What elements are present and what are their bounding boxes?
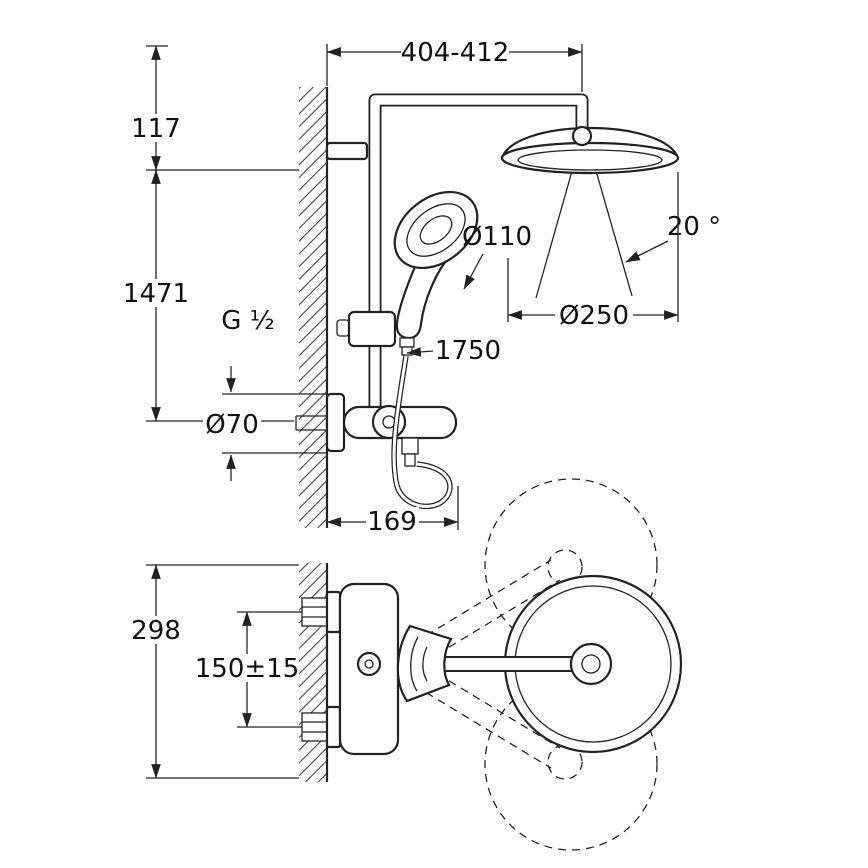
dim-swivel-angle-label: 20 ° [667, 212, 721, 242]
hand-shower-connector [399, 337, 415, 348]
riser-and-arm-pipe [368, 93, 589, 410]
dim-swivel-angle: 20 ° [625, 212, 721, 263]
dim-connection-spacing-label: 150±15 [195, 654, 300, 684]
wall-hatch [299, 87, 327, 528]
swivel-head-position-top [484, 478, 658, 652]
swivel-line-right [589, 149, 633, 297]
bracket-body [325, 141, 369, 161]
leader-line [463, 253, 484, 290]
label-bg [130, 616, 183, 644]
union-top [301, 597, 328, 627]
arm-ball-joint-center [581, 654, 601, 674]
hand-shower-head [393, 190, 479, 270]
dim-hand-shower-diameter-label: Ø110 [462, 222, 532, 252]
dim-top-offset-label: 117 [131, 114, 181, 144]
dim-rosette-diameter: Ø70 [203, 366, 327, 481]
wall-bracket [325, 141, 369, 161]
holder-body [347, 310, 397, 348]
dim-head-diameter: Ø250 [507, 172, 679, 331]
dim-rosette-diameter-label: Ø70 [205, 410, 259, 440]
dim-connection-spacing: 150±15 [195, 611, 302, 728]
dim-hose-length: 1750 [406, 336, 501, 366]
hand-shower-plan-arc [422, 646, 428, 682]
dim-top-width: 404-412 [326, 38, 583, 92]
hand-shower-plan-arc [410, 636, 419, 692]
diverter-knob-plan [356, 651, 382, 677]
hand-shower-face-outer [393, 190, 479, 270]
label-bg [124, 279, 188, 307]
swivel-joint-bottom [547, 744, 583, 780]
leader-line [406, 347, 434, 357]
escutcheon [325, 392, 346, 453]
dim-wall-projection: 169 [326, 486, 459, 537]
wall-section-plan [299, 563, 329, 782]
hose-outlet-nut [404, 453, 416, 467]
dim-hose-length-label: 1750 [435, 336, 501, 366]
label-bg [401, 38, 509, 66]
wall-hatch [299, 563, 327, 782]
hose-outlet [401, 437, 419, 455]
thread-size-label: G ¹⁄₂ [221, 306, 275, 336]
head-ball-joint [571, 125, 593, 147]
dim-overall-width-label: 298 [131, 616, 181, 646]
leader-line [625, 240, 669, 263]
swivel-angle-lines [535, 149, 633, 299]
dim-wall-projection-label: 169 [367, 507, 417, 537]
swivel-head-position-bottom [484, 677, 658, 851]
hand-shower-face-mid [406, 203, 466, 257]
label-bg [130, 114, 182, 142]
label-bg [555, 301, 633, 329]
label-bg [366, 507, 419, 535]
wall-section-side [299, 87, 329, 528]
hose-core [392, 355, 452, 508]
holder-knob [336, 319, 350, 337]
shower-hose [391, 355, 453, 510]
hand-shower-plan [396, 624, 453, 703]
head-rim [500, 141, 680, 175]
dim-riser-height: 1471 [123, 169, 294, 422]
dim-hand-shower-diameter: Ø110 [462, 222, 532, 290]
dim-top-offset: 117 [130, 45, 299, 171]
hand-shower-plan-outline [396, 624, 453, 703]
dim-overall-width: 298 [130, 564, 299, 779]
swivel-line-left [535, 149, 579, 299]
hand-shower-face-inner [419, 215, 453, 245]
dim-top-width-label: 404-412 [401, 38, 510, 68]
mixer-valve [295, 392, 458, 467]
label-bg [201, 654, 294, 682]
dim-head-diameter-label: Ø250 [559, 301, 629, 331]
dim-riser-height-label: 1471 [123, 279, 189, 309]
escutcheon-top [325, 590, 342, 634]
swivel-joint-top [547, 549, 583, 585]
escutcheon-bottom [325, 705, 342, 749]
swivel-range-dashed [401, 478, 658, 851]
head-shower-side [500, 125, 680, 175]
hand-shower-nut [401, 346, 413, 356]
hand-shower-holder [336, 310, 397, 348]
union-bottom [301, 712, 328, 742]
pipe-core [370, 95, 587, 410]
arm-ball-joint [569, 642, 613, 686]
label-bg [203, 410, 261, 438]
hand-shower-side [393, 190, 479, 356]
diverter-knob-plan-center [364, 659, 374, 669]
head-spray-face [517, 149, 663, 171]
thread-size: G ¹⁄₂ [221, 306, 275, 336]
